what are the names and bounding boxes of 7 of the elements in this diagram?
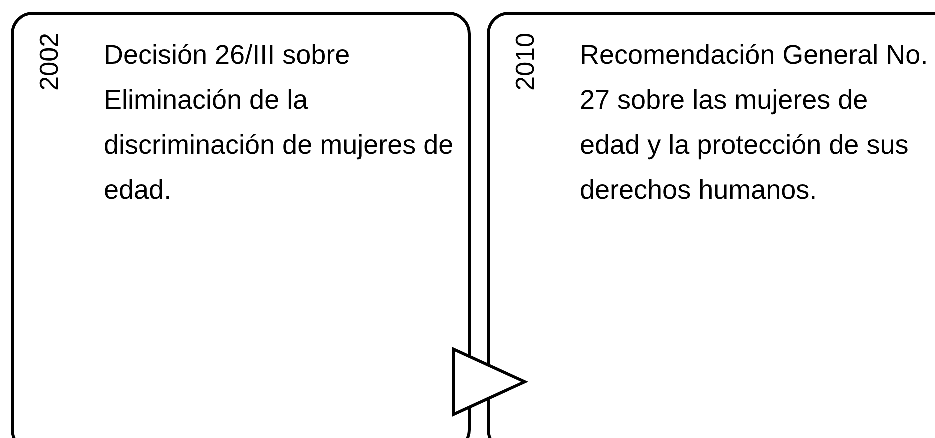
event-description: Recomendación General No. 27 sobre las mujeres de edad y la protección de sus derechos humanos. [580,39,930,207]
event-description: Decisión 26/III sobre Eliminación de la discriminación de mujeres de edad. [104,39,454,207]
event-card [487,12,935,438]
year-label: 2010 [512,33,538,91]
arrow [452,348,526,416]
event-card [11,12,471,438]
year-label: 2002 [36,33,62,91]
